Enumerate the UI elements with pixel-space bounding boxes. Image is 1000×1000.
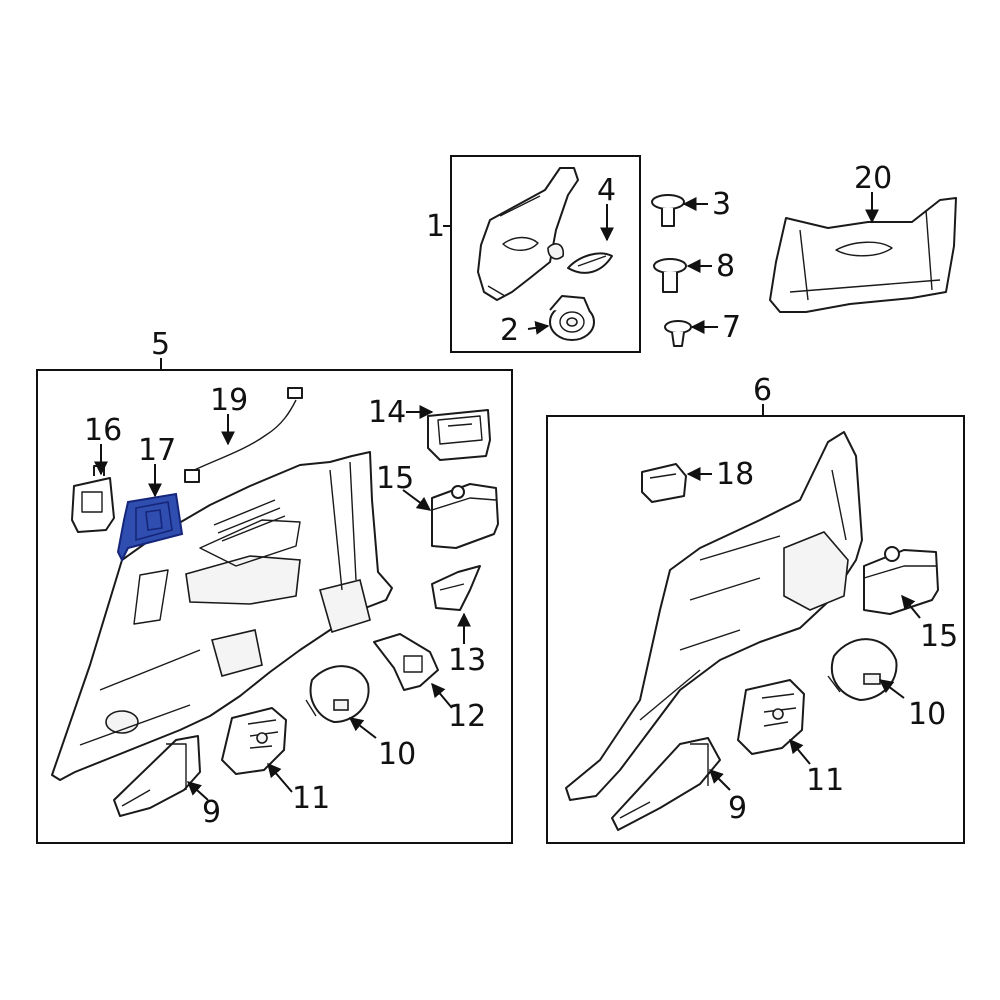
part-3-clip[interactable] bbox=[651, 194, 685, 227]
part-18-connector[interactable] bbox=[641, 463, 687, 503]
leader-15a bbox=[402, 489, 432, 511]
callout-13: 13 bbox=[448, 643, 486, 678]
callout-2: 2 bbox=[500, 313, 519, 348]
callout-1: 1 bbox=[426, 209, 445, 244]
callout-14: 14 bbox=[368, 395, 406, 430]
leader-2 bbox=[527, 320, 550, 335]
part-13-hook[interactable] bbox=[431, 565, 481, 611]
callout-9-right: 9 bbox=[728, 791, 747, 826]
part-12-socket[interactable] bbox=[373, 633, 439, 691]
part-6-quarter-panel[interactable] bbox=[565, 431, 863, 801]
callout-20: 20 bbox=[854, 161, 892, 196]
part-7-clip[interactable] bbox=[664, 320, 692, 347]
group-box-5 bbox=[36, 369, 513, 844]
part-16-sensor[interactable] bbox=[71, 465, 115, 533]
callout-8: 8 bbox=[716, 249, 735, 284]
callout-10-left: 10 bbox=[378, 737, 416, 772]
callout-10-right: 10 bbox=[908, 697, 946, 732]
part-2-clip[interactable] bbox=[549, 295, 595, 341]
part-19-wire-harness[interactable] bbox=[184, 387, 303, 483]
part-5-quarter-panel[interactable] bbox=[51, 451, 393, 781]
part-9-cover-left[interactable] bbox=[113, 735, 201, 817]
callout-7: 7 bbox=[722, 310, 741, 345]
callout-15-left: 15 bbox=[376, 461, 414, 496]
leader-15b bbox=[901, 594, 921, 619]
part-10-cover-right[interactable] bbox=[827, 638, 898, 701]
leader-9b bbox=[709, 769, 731, 791]
callout-18: 18 bbox=[716, 457, 754, 492]
callout-17: 17 bbox=[138, 433, 176, 468]
callout-12: 12 bbox=[448, 699, 486, 734]
part-4-retainer[interactable] bbox=[567, 252, 613, 274]
leader-10b bbox=[878, 679, 905, 699]
part-15-cover-right[interactable] bbox=[863, 546, 939, 615]
callout-6: 6 bbox=[753, 373, 772, 408]
part-15-cover-left[interactable] bbox=[431, 483, 499, 549]
part-14-handle[interactable] bbox=[427, 409, 491, 461]
part-11-latch-left[interactable] bbox=[221, 707, 287, 775]
callout-15-right: 15 bbox=[920, 619, 958, 654]
leader-11a bbox=[267, 762, 293, 793]
part-10-cover-left[interactable] bbox=[305, 665, 370, 723]
leader-9a bbox=[186, 781, 209, 801]
part-8-clip[interactable] bbox=[653, 258, 687, 293]
callout-9-left: 9 bbox=[202, 795, 221, 830]
leader-11b bbox=[789, 738, 811, 765]
leader-10a bbox=[348, 717, 377, 739]
part-1-trim-panel[interactable] bbox=[477, 167, 579, 301]
group-box-6 bbox=[546, 415, 965, 844]
callout-3: 3 bbox=[712, 187, 731, 222]
part-20-trim-panel[interactable] bbox=[769, 197, 957, 313]
callout-4: 4 bbox=[597, 173, 616, 208]
callout-11-left: 11 bbox=[292, 781, 330, 816]
callout-5: 5 bbox=[151, 327, 170, 362]
callout-16: 16 bbox=[84, 413, 122, 448]
group-box-1 bbox=[450, 155, 641, 353]
part-11-latch-right[interactable] bbox=[737, 679, 805, 755]
callout-19: 19 bbox=[210, 383, 248, 418]
leader-12 bbox=[431, 682, 453, 709]
part-17-bracket[interactable] bbox=[116, 492, 184, 563]
callout-11-right: 11 bbox=[806, 763, 844, 798]
